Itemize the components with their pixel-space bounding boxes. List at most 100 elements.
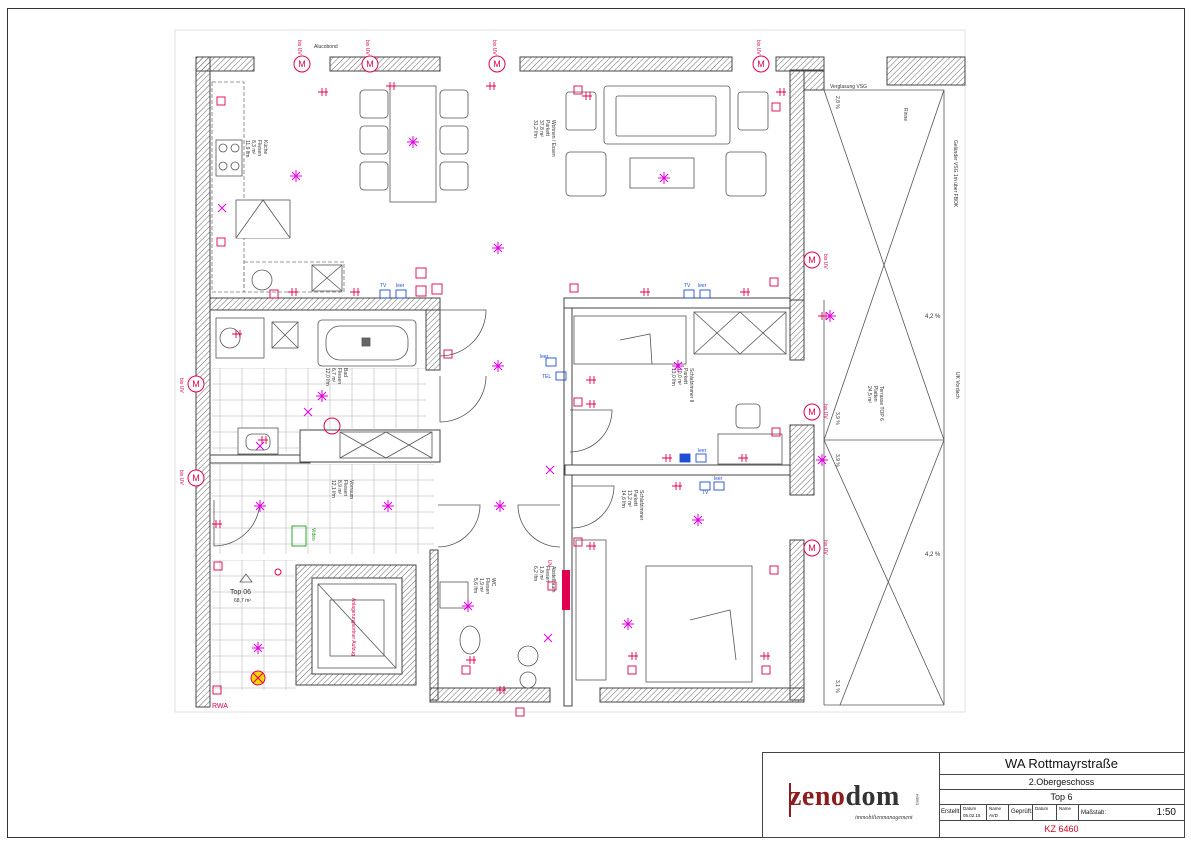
- socket-icon: [769, 277, 779, 287]
- distribution-panel-icon: [562, 570, 570, 610]
- socket-icon: [431, 283, 443, 295]
- rwa-marker: RWA: [212, 685, 228, 710]
- room-name-wc: WC: [490, 578, 496, 587]
- room-name-bad: Bad: [342, 368, 348, 377]
- room-name-vorraum: Vorraum: [348, 480, 354, 499]
- switch-icon: [740, 288, 750, 296]
- data-outlets: TV leer TV leer leer TEL leer TV leer: [379, 283, 725, 496]
- room-perim-abstell: 6,2 lfm: [532, 566, 538, 581]
- switch-icon: [586, 376, 596, 384]
- living-furniture: [565, 85, 769, 197]
- label-gelaender: Geländer VSG 1m über FBOK: [952, 140, 958, 208]
- switch-icon: [672, 482, 682, 490]
- phone-outlet-icon: [555, 371, 567, 381]
- wall-light-icon: [255, 441, 265, 451]
- socket-icon: [569, 283, 579, 293]
- socket-icon: [461, 665, 471, 675]
- wall-light-icon: [303, 407, 313, 417]
- motor-symbols: M M M M M M M M M: [187, 55, 821, 557]
- room-perim-schlaf2: 13,0 lfm: [670, 368, 676, 386]
- slope-3: 4,2 %: [925, 552, 941, 558]
- switch-symbols: [212, 82, 828, 694]
- room-area-wc: 1,9 m²: [478, 578, 484, 593]
- bath-floor-tiles-2: [302, 368, 426, 430]
- ceiling-light-icon: [290, 170, 302, 182]
- checked-date-label: Datum: [1035, 806, 1049, 811]
- switch-icon: [586, 400, 596, 408]
- slope-6: 2,8 %: [834, 96, 840, 109]
- bath-fixtures: [215, 317, 417, 455]
- floor-title: 2.Obergeschoss: [939, 775, 1184, 790]
- svg-text:M: M: [808, 255, 816, 265]
- ceiling-light-icon: [316, 390, 328, 402]
- wardrobes: [339, 311, 787, 681]
- room-name-kueche: Küche: [262, 140, 268, 154]
- label-bis-uv: bis UV: [822, 540, 828, 555]
- switch-icon: [466, 656, 476, 664]
- room-name-wohnen: Wohnen / Essen: [550, 120, 556, 157]
- name-label: Name: [989, 806, 1002, 811]
- bell-icon: [274, 568, 282, 576]
- elevator-note: Anlagerungsortner Aufzug: [350, 598, 356, 656]
- name-value: AVD: [989, 813, 998, 818]
- label-video: Video: [310, 528, 316, 541]
- elevator: [317, 583, 397, 669]
- label-tel: TEL: [542, 374, 551, 380]
- room-area-kueche: 8,3 m²: [250, 140, 256, 155]
- svg-text:M: M: [192, 473, 200, 483]
- light-symbols: [217, 136, 836, 654]
- switch-icon: [288, 288, 298, 296]
- plan-code: KZ 6460: [1044, 824, 1079, 834]
- ceiling-light-icon: [692, 514, 704, 526]
- motor-icon: M: [803, 403, 821, 421]
- ceiling-light-icon: [462, 600, 474, 612]
- label-bis-uv: bis UV: [822, 254, 828, 269]
- logo-rule: [789, 783, 791, 817]
- switch-icon: [318, 88, 328, 96]
- svg-text:M: M: [808, 543, 816, 553]
- tv-outlet-icon: [683, 289, 695, 299]
- room-perim-wohnen: 31,2 lfm: [532, 120, 538, 138]
- room-name-schlaf2: Schlafzimmer II: [688, 368, 694, 402]
- label-bis-uv: bis UV: [296, 40, 302, 55]
- svg-text:M: M: [366, 59, 374, 69]
- room-area-abstell: 1,8 m²: [538, 566, 544, 581]
- room-floor-vorraum: Fliesen: [342, 480, 348, 496]
- switch-icon: [628, 652, 638, 660]
- outer-walls: [195, 56, 966, 708]
- motor-icon: M: [293, 55, 311, 73]
- network-outlet-icon: [545, 357, 557, 367]
- room-name-terrasse: Terrasse TOP 6: [878, 386, 884, 421]
- distribution-panel: UV: [546, 560, 570, 610]
- ceiling-light-icon: [382, 500, 394, 512]
- desk: [717, 403, 783, 465]
- label-bis-uv: bis UV: [755, 40, 761, 55]
- top-tag: Top 06: [230, 589, 251, 596]
- slope-1: 4,2 %: [925, 314, 941, 320]
- room-floor-bad: Fliesen: [336, 368, 342, 384]
- wall-light-icon: [217, 203, 227, 213]
- terrace: [823, 89, 945, 706]
- network-outlet-icon: [699, 289, 711, 299]
- label-leer: leer: [396, 283, 405, 289]
- room-area-vorraum: 8,9 m²: [336, 480, 342, 495]
- tv-outlet-icon: [679, 453, 691, 463]
- room-floor-wohnen: Parkett: [544, 120, 550, 136]
- motor-icon: M: [803, 539, 821, 557]
- network-outlet-icon: [395, 289, 407, 299]
- ceiling-light-icon: [494, 500, 506, 512]
- svg-text:M: M: [298, 59, 306, 69]
- socket-icon: [415, 285, 427, 297]
- checked-name-label: Name: [1059, 806, 1072, 811]
- switch-icon: [738, 454, 748, 462]
- switch-icon: [350, 288, 360, 296]
- created-label: Erstellt:: [941, 809, 962, 815]
- switch-icon: [640, 288, 650, 296]
- ceiling-light-icon: [658, 172, 670, 184]
- switch-icon: [760, 652, 770, 660]
- switch-icon: [662, 454, 672, 462]
- svg-text:M: M: [808, 407, 816, 417]
- socket-icon: [769, 565, 779, 575]
- svg-text:M: M: [192, 379, 200, 389]
